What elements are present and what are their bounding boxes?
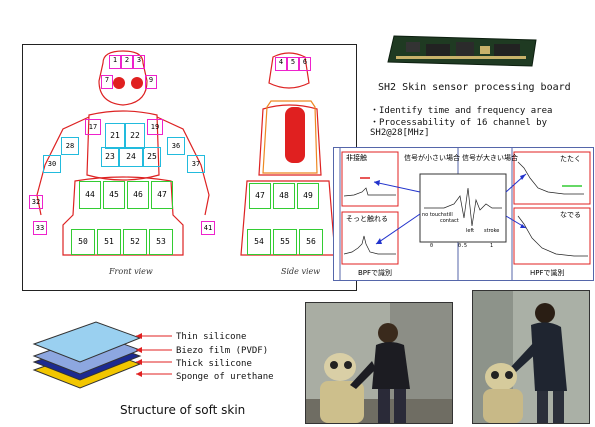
robot-sensor-diagram: 1 2 3 7 9 21 22 23 24 25 17 19 28 36 30 … bbox=[22, 44, 357, 291]
sensor-pad: 1 bbox=[109, 55, 121, 69]
sensor-pad: 23 bbox=[101, 147, 119, 167]
inner-still-label: still bbox=[444, 212, 453, 218]
robot-interaction-photo-2 bbox=[472, 290, 590, 424]
sensor-pad: 41 bbox=[201, 221, 215, 235]
sensor-pad: 33 bbox=[33, 221, 47, 235]
layer-pointers bbox=[136, 322, 188, 386]
axis-tick: 0.5 bbox=[458, 243, 468, 249]
sensor-pad: 6 bbox=[299, 57, 311, 71]
sensor-pad-eye bbox=[113, 77, 125, 89]
sensor-pad: 7 bbox=[101, 75, 113, 89]
sensor-pad: 5 bbox=[287, 57, 299, 71]
sensor-pad: 56 bbox=[299, 229, 323, 255]
robot-interaction-photo-1 bbox=[305, 302, 453, 424]
sensor-pad: 30 bbox=[43, 155, 61, 173]
sensor-pad: 28 bbox=[61, 137, 79, 155]
sensor-pad: 25 bbox=[143, 147, 161, 167]
sensor-pad: 32 bbox=[29, 195, 43, 209]
board-spec-text: Identify time and frequency area bbox=[379, 106, 553, 116]
signal-waveforms bbox=[339, 148, 591, 280]
skin-layer-diagram bbox=[28, 318, 148, 398]
skin-structure-caption: Structure of soft skin bbox=[120, 403, 246, 417]
sensor-pad: 44 bbox=[79, 181, 101, 209]
sensor-pad: 52 bbox=[123, 229, 147, 255]
inner-stroke-label: stroke bbox=[484, 228, 500, 234]
sensor-pad: 9 bbox=[145, 75, 157, 89]
layer-label: Thin silicone bbox=[176, 332, 247, 342]
sensor-pad: 55 bbox=[273, 229, 297, 255]
sensor-pad: 47 bbox=[249, 183, 271, 209]
sensor-pad: 22 bbox=[125, 123, 145, 149]
sensor-pad: 4 bbox=[275, 57, 287, 71]
sensor-pad: 37 bbox=[187, 155, 205, 173]
sensor-pad: 51 bbox=[97, 229, 121, 255]
sensor-pad: 2 bbox=[121, 55, 133, 69]
board-title: SH2 Skin sensor processing board bbox=[378, 82, 571, 93]
inner-left-label: left bbox=[466, 228, 475, 234]
sensor-pad: 48 bbox=[273, 183, 295, 209]
sensor-pad: 46 bbox=[127, 181, 149, 209]
robot-sensor-layout bbox=[36, 50, 336, 256]
board-spec-text: Processability of 16 channel by SH2@28[M… bbox=[370, 118, 547, 138]
side-torso-sensor bbox=[285, 107, 305, 163]
layer-label: Thick silicone bbox=[176, 359, 252, 369]
stroke-label: なでる bbox=[560, 211, 581, 219]
tap-label: たたく bbox=[560, 155, 581, 163]
gentle-touch-label: そっと触れる bbox=[346, 215, 388, 223]
large-signal-label: 信号が大きい場合 bbox=[462, 154, 518, 162]
inner-no-touch-label: no touch bbox=[422, 212, 444, 218]
small-signal-label: 信号が小さい場合 bbox=[404, 154, 460, 162]
layer-label: Sponge of urethane bbox=[176, 372, 274, 382]
inner-contact-label: contact bbox=[440, 218, 459, 224]
sh2-board-image bbox=[386, 32, 540, 68]
sensor-pad: 47 bbox=[151, 181, 173, 209]
axis-tick: 1 bbox=[490, 243, 494, 249]
no-contact-label: 非接触 bbox=[346, 154, 367, 162]
sensor-pad: 54 bbox=[247, 229, 271, 255]
signal-classification-panel: 非接触 信号が小さい場合 信号が大きい場合 たたく そっと触れる なでる BPF… bbox=[333, 147, 594, 281]
sensor-pad: 21 bbox=[105, 123, 125, 149]
sensor-pad: 36 bbox=[167, 137, 185, 155]
sensor-pad: 49 bbox=[297, 183, 319, 209]
sensor-pad: 17 bbox=[85, 119, 101, 135]
sensor-pad-eye bbox=[131, 77, 143, 89]
front-view-label: Front view bbox=[109, 267, 153, 276]
sensor-pad: 19 bbox=[147, 119, 163, 135]
side-view-label: Side view bbox=[281, 267, 321, 276]
hpf-label: HPFで識別 bbox=[530, 269, 565, 277]
sensor-pad: 3 bbox=[133, 55, 145, 69]
board-spec-channels: ・Processability of 16 channel by SH2@28[… bbox=[370, 118, 547, 138]
sensor-pad: 50 bbox=[71, 229, 95, 255]
bpf-label: BPFで識別 bbox=[358, 269, 393, 277]
sensor-pad: 53 bbox=[149, 229, 173, 255]
layer-label: Biezo film (PVDF) bbox=[176, 346, 269, 356]
sensor-pad: 24 bbox=[119, 147, 143, 167]
board-spec-time-frequency: ・Identify time and frequency area bbox=[370, 106, 553, 116]
sensor-pad: 45 bbox=[103, 181, 125, 209]
axis-tick: 0 bbox=[430, 243, 434, 249]
